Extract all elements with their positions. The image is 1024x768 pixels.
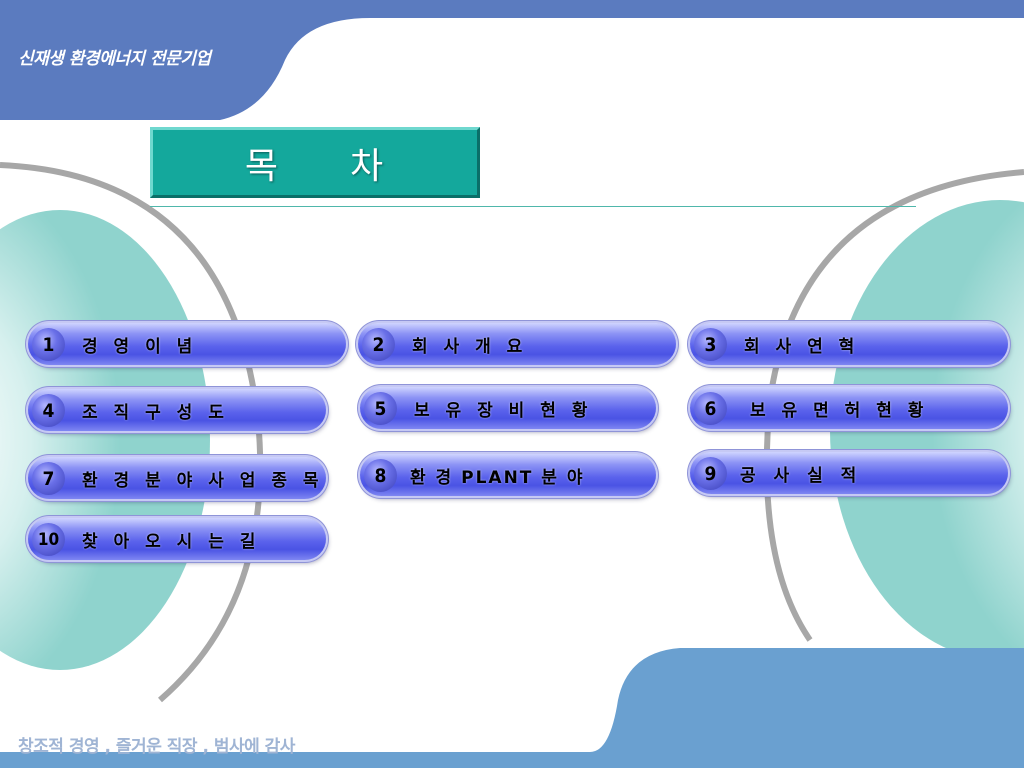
menu-number-badge: 3: [694, 328, 727, 361]
menu-item-6[interactable]: 6 보 유 면 허 현 황: [690, 387, 1008, 429]
menu-item-2[interactable]: 2 회 사 개 요: [358, 323, 676, 365]
menu-item-8[interactable]: 8 환 경 PLANT 분 야: [360, 454, 656, 496]
menu-item-10[interactable]: 10 찾 아 오 시 는 길: [28, 518, 326, 560]
menu-item-label: 보 유 장 비 현 황: [414, 400, 593, 421]
menu-item-label: 회 사 개 요: [412, 336, 528, 357]
menu-item-label: 보 유 면 허 현 황: [750, 400, 929, 421]
menu-item-label: 공 사 실 적: [740, 465, 863, 486]
header-tagline: 신재생 환경에너지 전문기업: [18, 49, 211, 69]
menu-number-badge: 9: [694, 457, 727, 490]
menu-number-badge: 10: [32, 523, 65, 556]
menu-item-label: 회 사 연 혁: [744, 336, 860, 357]
menu-item-label: 경 영 이 념: [82, 336, 198, 357]
menu-number-badge: 5: [364, 392, 397, 425]
menu-item-label: 환 경 PLANT 분 야: [410, 467, 585, 488]
menu-item-4[interactable]: 4 조 직 구 성 도: [28, 389, 326, 431]
menu-number-badge: 1: [32, 328, 65, 361]
footer-slogan: 창조적 경영 , 즐거운 직장 , 범사에 감사: [18, 737, 295, 757]
menu-item-9[interactable]: 9 공 사 실 적: [690, 452, 1008, 494]
menu-item-3[interactable]: 3 회 사 연 혁: [690, 323, 1008, 365]
page-title-first: 목: [244, 145, 280, 187]
title-divider: [150, 206, 916, 207]
menu-number-badge: 6: [694, 392, 727, 425]
menu-number-badge: 2: [362, 328, 395, 361]
menu-item-7[interactable]: 7 환 경 분 야 사 업 종 목: [28, 457, 326, 499]
page-title-second: 차: [350, 145, 386, 187]
menu-number-badge: 7: [32, 462, 65, 495]
menu-item-label: 찾 아 오 시 는 길: [82, 531, 261, 552]
menu-item-label: 조 직 구 성 도: [82, 402, 229, 423]
page-title: 목 차: [153, 130, 477, 195]
page-title-box: 목 차: [150, 127, 480, 198]
menu-item-1[interactable]: 1 경 영 이 념: [28, 323, 346, 365]
menu-item-label: 환 경 분 야 사 업 종 목: [82, 470, 324, 491]
menu-item-5[interactable]: 5 보 유 장 비 현 황: [360, 387, 656, 429]
menu-number-badge: 4: [32, 394, 65, 427]
menu-number-badge: 8: [364, 459, 397, 492]
